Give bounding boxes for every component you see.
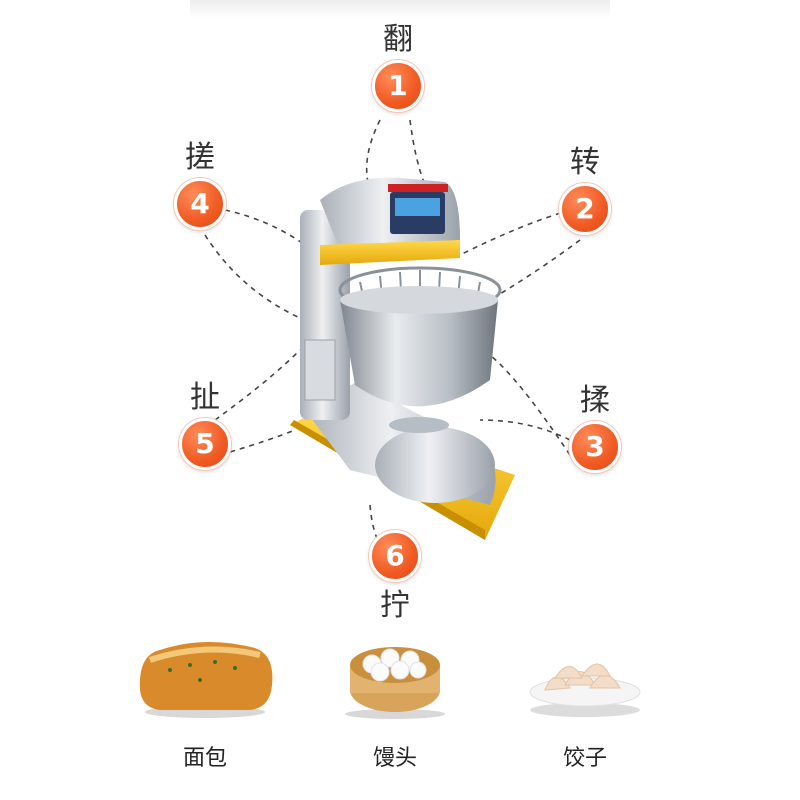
food-dumplings-label: 饺子 (562, 746, 607, 771)
connector-5b (229, 429, 296, 453)
step-6-label: 拧 (380, 588, 410, 623)
food-steamed-buns: 馒头 (320, 630, 470, 772)
step-4: 搓 4 (170, 140, 230, 230)
connector-2b (489, 239, 581, 301)
dough-mixer-illustration (290, 177, 515, 540)
top-edge-shadow (190, 0, 610, 18)
step-2: 转 2 (555, 145, 615, 235)
step-3-badge: 3 (569, 421, 621, 473)
step-5-label: 扯 (190, 380, 220, 415)
bread-image (139, 641, 273, 718)
connector-4b (204, 234, 301, 319)
step-2-label: 转 (570, 145, 600, 180)
connector-5a (214, 349, 301, 421)
food-bread: 面包 (130, 630, 280, 772)
step-1-badge: 1 (372, 60, 424, 112)
step-5: 扯 5 (175, 380, 235, 470)
step-5-badge: 5 (179, 418, 231, 470)
step-2-badge: 2 (559, 183, 611, 235)
step-3: 揉 3 (565, 383, 625, 473)
step-4-label: 搓 (185, 140, 215, 175)
food-dumplings: 饺子 (510, 630, 660, 772)
steamed-buns-image (345, 647, 445, 719)
step-1: 翻 1 (368, 22, 428, 112)
connector-3a (479, 419, 571, 441)
step-6-badge: 6 (369, 530, 421, 582)
step-3-label: 揉 (580, 383, 610, 418)
food-bread-label: 面包 (182, 746, 227, 771)
step-6: 6 拧 (365, 530, 425, 626)
connector-4a (224, 209, 306, 246)
step-1-label: 翻 (383, 22, 413, 57)
food-steamed-buns-label: 馒头 (372, 746, 417, 771)
dumplings-image (529, 663, 641, 717)
step-4-badge: 4 (174, 178, 226, 230)
connector-6 (369, 504, 381, 546)
yellow-band (320, 240, 460, 265)
mixing-bowl (340, 300, 498, 407)
